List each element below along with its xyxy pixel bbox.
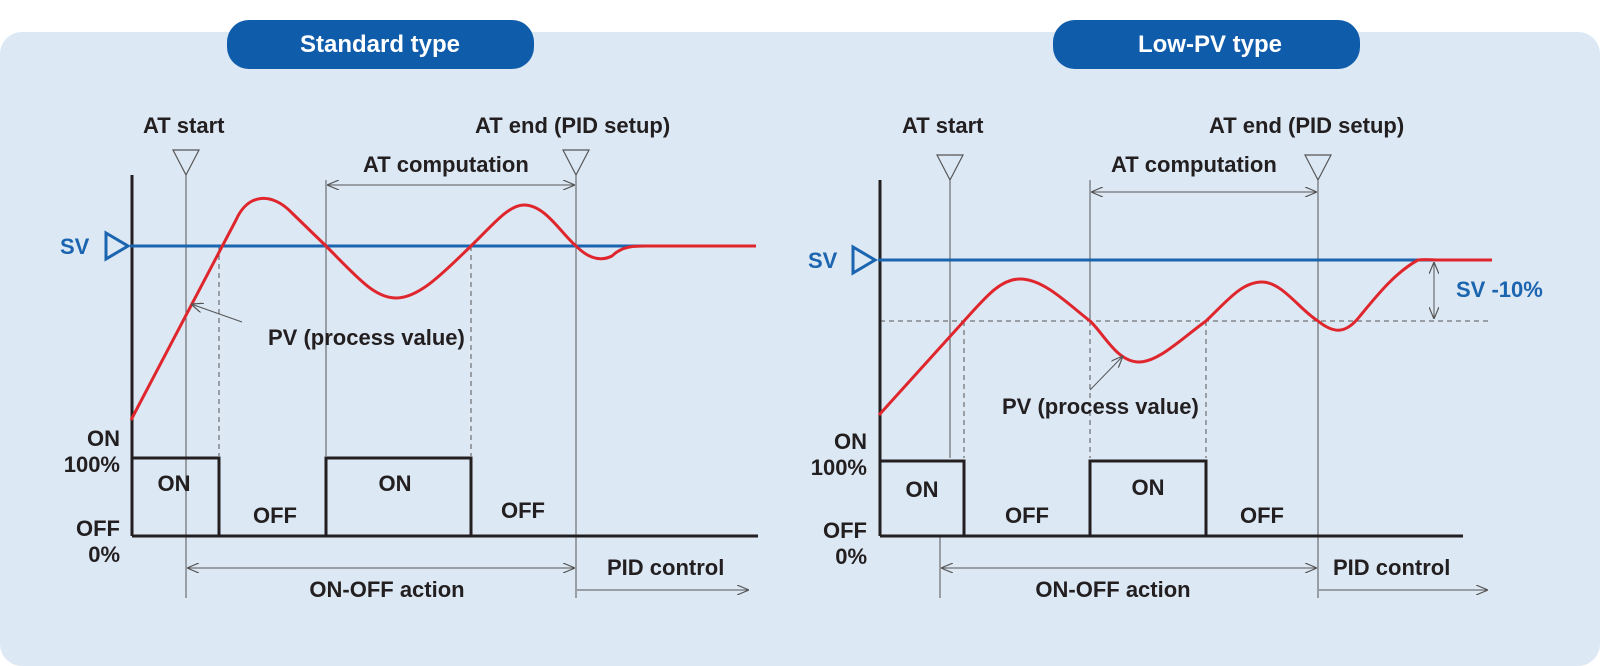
- pulse-off-label: OFF: [1240, 503, 1284, 528]
- output-signal: [880, 459, 1208, 536]
- at-computation-label: AT computation: [1111, 152, 1277, 177]
- at-start-marker-icon: [936, 154, 964, 182]
- panel-title: Standard type: [300, 31, 460, 58]
- at-computation-label: AT computation: [363, 152, 529, 177]
- at-start-marker-icon: [172, 149, 200, 177]
- at-end-marker-icon: [1304, 154, 1332, 182]
- pid-control-label: PID control: [1333, 555, 1450, 580]
- pv-pointer-arrow: [1089, 356, 1123, 391]
- sv-label: SV: [60, 234, 90, 259]
- on-level-label: ON: [87, 426, 120, 451]
- pulse-on-label: ON: [1132, 475, 1165, 500]
- at-end-label: AT end (PID setup): [475, 113, 670, 138]
- at-end-label: AT end (PID setup): [1209, 113, 1404, 138]
- pv-label: PV (process value): [1002, 394, 1199, 419]
- sv-marker-icon: [104, 230, 131, 262]
- off-level-percent: 0%: [88, 542, 120, 567]
- on-off-action-label: ON-OFF action: [309, 577, 464, 602]
- on-off-action-label: ON-OFF action: [1035, 577, 1190, 602]
- pv-curve: [129, 197, 756, 421]
- pv-label: PV (process value): [268, 325, 465, 350]
- at-start-label: AT start: [902, 113, 984, 138]
- off-level-percent: 0%: [835, 544, 867, 569]
- pulse-on-label: ON: [906, 477, 939, 502]
- on-level-percent: 100%: [64, 452, 120, 477]
- title-pill-low-pv: [1053, 20, 1360, 69]
- pv-pointer-arrow: [191, 304, 243, 323]
- output-signal: [132, 456, 473, 536]
- pid-control-label: PID control: [607, 555, 724, 580]
- pv-curve: [877, 258, 1492, 417]
- off-level-label: OFF: [76, 516, 120, 541]
- panel-standard: Standard type AT start AT end (PID setup…: [60, 20, 758, 602]
- sv-label: SV: [808, 248, 838, 273]
- pulse-off-label: OFF: [253, 503, 297, 528]
- sv-marker-icon: [851, 244, 878, 276]
- panel-low-pv: Low-PV type AT start AT end (PID setup) …: [808, 20, 1543, 602]
- pulse-on-label: ON: [379, 471, 412, 496]
- title-pill-standard: [227, 20, 534, 69]
- at-start-label: AT start: [143, 113, 225, 138]
- on-level-percent: 100%: [811, 455, 867, 480]
- pulse-on-label: ON: [158, 471, 191, 496]
- pulse-off-label: OFF: [1005, 503, 1049, 528]
- off-level-label: OFF: [823, 518, 867, 543]
- at-end-marker-icon: [562, 149, 590, 177]
- panel-title: Low-PV type: [1138, 31, 1282, 58]
- pulse-off-label: OFF: [501, 498, 545, 523]
- sv-offset-label: SV -10%: [1456, 277, 1543, 302]
- on-level-label: ON: [834, 429, 867, 454]
